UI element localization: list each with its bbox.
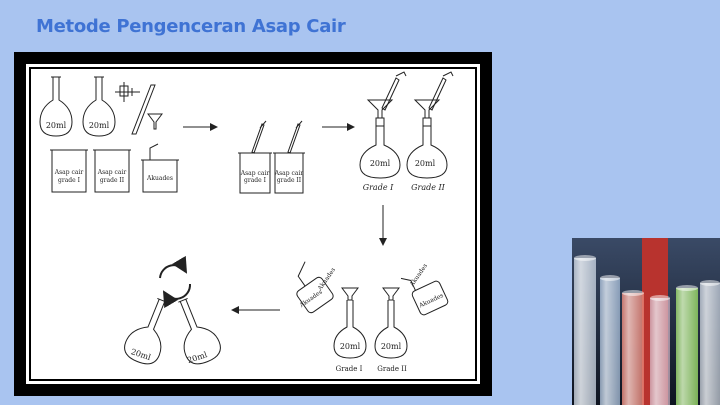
squeeze-bottle-1 [296, 261, 334, 314]
tilted-flask-1 [124, 297, 167, 365]
test-tubes-photo [572, 238, 720, 405]
volumetric-flask-1 [39, 76, 73, 137]
volumetric-flask-grade-2 [374, 287, 408, 359]
mixed-beaker-2 [273, 120, 305, 194]
mixed-beaker-1-label-1: Asap cair [240, 170, 270, 177]
grade-1-label-bottom: Grade I [336, 365, 363, 373]
grade-2-flask-volume: 20ml [415, 159, 436, 168]
pipette-icon [131, 84, 156, 135]
bottle-1-label: Akuades [298, 288, 324, 309]
grade-2-label-bottom: Grade II [377, 365, 407, 373]
beaker-asap-cair-grade-2 [93, 149, 131, 193]
tilted-flask-2 [178, 297, 221, 365]
grade-1-label-top: Grade I [363, 183, 394, 192]
grade-2-label-top: Grade II [411, 183, 446, 192]
bottle-1-side-label: Akuades [316, 267, 337, 293]
beaker-1-label-1: Asap cair [54, 169, 84, 176]
flask-1-label: 20ml [46, 121, 67, 130]
flask-2-label: 20ml [89, 121, 110, 130]
squeeze-bottle-2 [400, 277, 449, 316]
rotate-cycle-icon [159, 255, 192, 309]
mixed-beaker-1-label-2: grade I [244, 177, 267, 184]
grade-1-flask-bottom-volume: 20ml [340, 342, 361, 351]
funnel-flask-2 [406, 71, 454, 179]
volumetric-flask-2 [82, 76, 116, 137]
beaker-1-label-2: grade I [58, 177, 81, 184]
beaker-akuades-label: Akuades [146, 175, 173, 182]
grade-2-flask-bottom-volume: 20ml [381, 342, 402, 351]
page-title: Metode Pengenceran Asap Cair [36, 16, 346, 37]
bottle-2-side-label: Akuades [408, 263, 429, 289]
beaker-2-label-1: Asap cair [97, 169, 127, 176]
beaker-2-label-2: grade II [100, 177, 125, 184]
funnel-icon [147, 113, 163, 130]
mixed-beaker-2-label-2: grade II [277, 177, 302, 184]
volumetric-flask-grade-1 [333, 287, 367, 359]
pipette-filler-icon [115, 82, 140, 102]
diagram-frame [14, 52, 492, 396]
mixed-beaker-1 [238, 120, 272, 194]
beaker-akuades [141, 143, 179, 193]
grade-1-flask-volume: 20ml [370, 159, 391, 168]
beaker-asap-cair-grade-1 [50, 149, 88, 193]
mixed-beaker-2-label-1: Asap cair [274, 170, 304, 177]
funnel-flask-1 [359, 71, 407, 179]
